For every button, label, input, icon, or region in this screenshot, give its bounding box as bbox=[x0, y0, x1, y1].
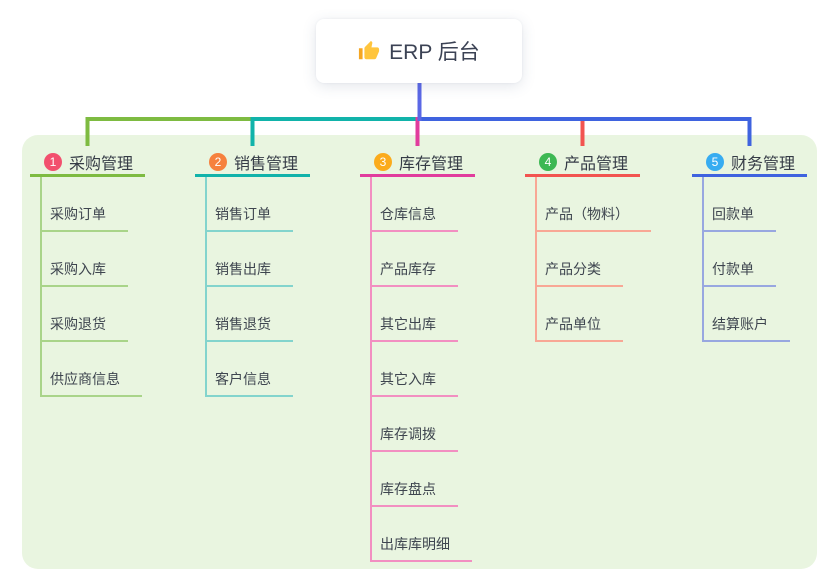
branch-header-sales[interactable]: 2 销售管理 bbox=[195, 145, 310, 177]
child-node[interactable]: 采购入库 bbox=[42, 262, 128, 287]
branch-children-purchase: 采购订单采购入库采购退货供应商信息 bbox=[40, 177, 145, 397]
child-node[interactable]: 采购退货 bbox=[42, 317, 128, 342]
branch-header-inventory[interactable]: 3 库存管理 bbox=[360, 145, 475, 177]
child-node[interactable]: 销售退货 bbox=[207, 317, 293, 342]
child-node[interactable]: 库存盘点 bbox=[372, 482, 458, 507]
child-row: 产品（物料） bbox=[537, 177, 651, 232]
child-node[interactable]: 采购订单 bbox=[42, 207, 128, 232]
child-node[interactable]: 付款单 bbox=[704, 262, 776, 287]
child-row: 库存调拨 bbox=[372, 397, 475, 452]
branch-children-sales: 销售订单销售出库销售退货客户信息 bbox=[205, 177, 310, 397]
branch-title-product: 产品管理 bbox=[564, 156, 629, 173]
child-node[interactable]: 产品分类 bbox=[537, 262, 623, 287]
child-row: 产品分类 bbox=[537, 232, 651, 287]
child-node[interactable]: 出库库明细 bbox=[372, 537, 472, 562]
child-row: 仓库信息 bbox=[372, 177, 475, 232]
child-node[interactable]: 销售出库 bbox=[207, 262, 293, 287]
child-row: 产品库存 bbox=[372, 232, 475, 287]
branch-title-purchase: 采购管理 bbox=[69, 156, 134, 173]
root-node-erp[interactable]: ERP 后台 bbox=[316, 19, 522, 83]
child-row: 采购退货 bbox=[42, 287, 145, 342]
child-row: 其它入库 bbox=[372, 342, 475, 397]
mindmap-background-panel bbox=[22, 135, 817, 569]
child-row: 销售出库 bbox=[207, 232, 310, 287]
child-node[interactable]: 销售订单 bbox=[207, 207, 293, 232]
child-node[interactable]: 回款单 bbox=[704, 207, 776, 232]
branch-inventory: 3 库存管理 仓库信息产品库存其它出库其它入库库存调拨库存盘点出库库明细 bbox=[360, 145, 475, 562]
branch-header-finance[interactable]: 5 财务管理 bbox=[692, 145, 807, 177]
child-row: 客户信息 bbox=[207, 342, 310, 397]
branch-title-finance: 财务管理 bbox=[731, 156, 796, 173]
child-node[interactable]: 其它出库 bbox=[372, 317, 458, 342]
root-title: ERP 后台 bbox=[389, 41, 480, 64]
branch-header-purchase[interactable]: 1 采购管理 bbox=[30, 145, 145, 177]
child-row: 付款单 bbox=[704, 232, 807, 287]
badge-4: 4 bbox=[539, 153, 557, 171]
child-node[interactable]: 其它入库 bbox=[372, 372, 458, 397]
badge-5: 5 bbox=[706, 153, 724, 171]
child-row: 库存盘点 bbox=[372, 452, 475, 507]
child-row: 供应商信息 bbox=[42, 342, 145, 397]
branch-product: 4 产品管理 产品（物料） 产品分类产品单位 bbox=[525, 145, 651, 342]
child-row: 其它出库 bbox=[372, 287, 475, 342]
child-row: 结算账户 bbox=[704, 287, 807, 342]
branch-children-finance: 回款单付款单结算账户 bbox=[702, 177, 807, 342]
branch-children-inventory: 仓库信息产品库存其它出库其它入库库存调拨库存盘点出库库明细 bbox=[370, 177, 475, 562]
badge-3: 3 bbox=[374, 153, 392, 171]
branch-purchase: 1 采购管理 采购订单采购入库采购退货供应商信息 bbox=[30, 145, 145, 397]
branch-header-product[interactable]: 4 产品管理 bbox=[525, 145, 640, 177]
badge-1: 1 bbox=[44, 153, 62, 171]
branch-sales: 2 销售管理 销售订单销售出库销售退货客户信息 bbox=[195, 145, 310, 397]
child-node[interactable]: 仓库信息 bbox=[372, 207, 458, 232]
child-node[interactable]: 结算账户 bbox=[704, 317, 790, 342]
child-row: 采购入库 bbox=[42, 232, 145, 287]
branch-title-inventory: 库存管理 bbox=[399, 156, 464, 173]
child-node[interactable]: 客户信息 bbox=[207, 372, 293, 397]
badge-2: 2 bbox=[209, 153, 227, 171]
child-row: 销售退货 bbox=[207, 287, 310, 342]
child-node[interactable]: 库存调拨 bbox=[372, 427, 458, 452]
child-node[interactable]: 供应商信息 bbox=[42, 372, 142, 397]
child-node[interactable]: 产品（物料） bbox=[537, 207, 651, 232]
thumbs-up-icon bbox=[359, 40, 380, 60]
child-row: 回款单 bbox=[704, 177, 807, 232]
child-row: 采购订单 bbox=[42, 177, 145, 232]
child-row: 销售订单 bbox=[207, 177, 310, 232]
child-node[interactable]: 产品库存 bbox=[372, 262, 458, 287]
child-row: 出库库明细 bbox=[372, 507, 475, 562]
child-node[interactable]: 产品单位 bbox=[537, 317, 623, 342]
branch-children-product: 产品（物料） 产品分类产品单位 bbox=[535, 177, 651, 342]
child-row: 产品单位 bbox=[537, 287, 651, 342]
branch-title-sales: 销售管理 bbox=[234, 156, 299, 173]
branch-finance: 5 财务管理 回款单付款单结算账户 bbox=[692, 145, 807, 342]
